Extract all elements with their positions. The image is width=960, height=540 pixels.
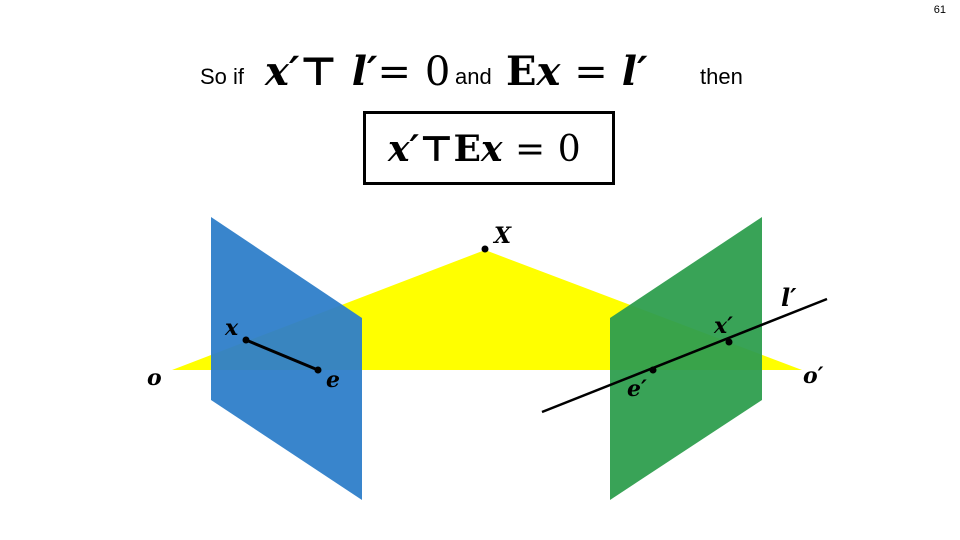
equation-epipolar-line: Ex = l′ [506,48,648,95]
boxed-lhs: x′⊤ [388,128,454,170]
left-epipolar-line [245,338,319,372]
eq1-equals: = [377,49,411,95]
right-epipolar-line [541,297,828,414]
then-text: then [700,64,743,89]
point-e-prime [649,366,657,374]
equation-constraint: x′⊤ l′= 0 [265,48,450,95]
point-e [314,366,322,374]
point-x [242,336,250,344]
label-x: x [224,315,239,341]
boxed-equation-content: x′⊤Ex = 0 [388,128,581,170]
point-X [481,245,489,253]
boxed-matrix: E [453,128,481,170]
label-e-prime: e′ [627,376,647,402]
so-if-text: So if [200,64,245,89]
boxed-rhs: 0 [557,129,581,170]
point-x-prime [725,338,733,346]
eq2-matrix: E [506,48,537,95]
label-x-prime: x′ [713,313,733,339]
eq1-lhs: x′⊤ l′ [265,48,378,95]
label-o-prime: o′ [803,363,824,389]
label-e: e [326,367,340,393]
label-X: X [492,223,512,249]
boxed-equation: x′⊤Ex = 0 [363,111,615,185]
slide-number: 61 [933,4,946,16]
and-text: and [455,64,492,89]
label-o: o [147,365,162,391]
eq2-equals: = [574,49,608,95]
right-image-plane [610,217,762,500]
boxed-equals: = [514,129,546,170]
boxed-x: x [480,128,503,170]
eq2-rhs: l′ [621,48,648,95]
label-l-prime: l′ [781,283,797,312]
eq1-rhs: 0 [424,49,451,95]
eq2-x: x [536,48,561,95]
